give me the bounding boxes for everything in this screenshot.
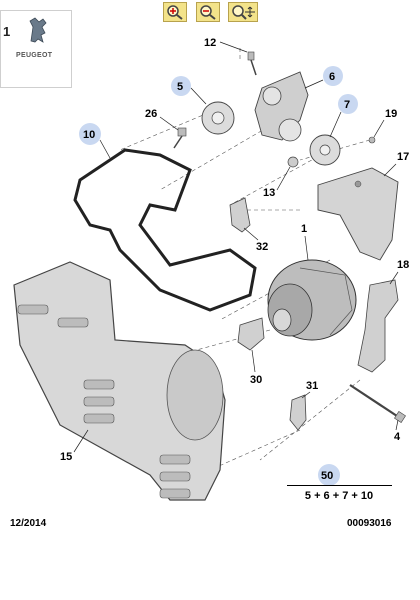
callout-4: 4 bbox=[394, 431, 401, 443]
zoom-move-button[interactable] bbox=[228, 2, 258, 22]
alternator bbox=[267, 259, 357, 341]
callout-13: 13 bbox=[263, 187, 275, 199]
zoom-in-icon bbox=[167, 5, 183, 20]
heat-shield bbox=[317, 167, 399, 261]
brand-logo-box bbox=[0, 10, 72, 88]
callout-30: 30 bbox=[250, 374, 262, 386]
idler-pulley-7 bbox=[309, 134, 341, 166]
callout-17: 17 bbox=[397, 151, 409, 163]
kit-formula: 5 + 6 + 7 + 10 bbox=[304, 490, 374, 502]
callout-26: 26 bbox=[145, 108, 157, 120]
formula-divider bbox=[287, 485, 392, 486]
brand-name: PEUGEOT bbox=[16, 52, 53, 59]
callout-10: 10 bbox=[83, 129, 95, 141]
bracket-31 bbox=[289, 394, 307, 431]
zoom-move-icon bbox=[232, 5, 255, 20]
callout-12: 12 bbox=[204, 37, 216, 49]
footer-date: 12/2014 bbox=[10, 518, 47, 529]
bolt-26 bbox=[173, 127, 187, 149]
cover-boss bbox=[166, 349, 224, 441]
zoom-in-button[interactable] bbox=[163, 2, 187, 22]
tensioner bbox=[254, 71, 309, 142]
callout-7: 7 bbox=[344, 99, 350, 111]
bracket-32 bbox=[229, 197, 251, 233]
callout-31: 31 bbox=[306, 380, 318, 392]
zoom-out-icon bbox=[200, 5, 216, 20]
callout-19: 19 bbox=[385, 108, 397, 120]
bolt-4 bbox=[349, 384, 406, 423]
footer-code: 00093016 bbox=[347, 518, 392, 529]
idler-pulley-5 bbox=[201, 101, 235, 135]
zoom-out-button[interactable] bbox=[196, 2, 220, 22]
callout-32: 32 bbox=[256, 241, 268, 253]
callout-50: 50 bbox=[321, 470, 333, 482]
washer-13 bbox=[287, 156, 299, 168]
cover-ribs bbox=[17, 304, 191, 499]
toolbar bbox=[0, 0, 420, 24]
callout-5: 5 bbox=[177, 81, 183, 93]
bracket-18 bbox=[357, 279, 399, 373]
accessory-belt bbox=[73, 148, 257, 312]
callout-15: 15 bbox=[60, 451, 72, 463]
callout-18: 18 bbox=[397, 259, 409, 271]
leader-lines bbox=[119, 48, 371, 471]
page-number: 1 bbox=[3, 24, 11, 39]
callout-1: 1 bbox=[301, 223, 307, 235]
bolt-12 bbox=[247, 51, 257, 76]
peugeot-lion-icon bbox=[29, 17, 47, 43]
bracket-30 bbox=[237, 317, 265, 351]
callout-6: 6 bbox=[329, 71, 335, 83]
callout-labels: 12 5 6 7 26 10 19 17 13 1 32 18 30 31 4 bbox=[60, 37, 409, 486]
screw-19 bbox=[368, 136, 376, 144]
